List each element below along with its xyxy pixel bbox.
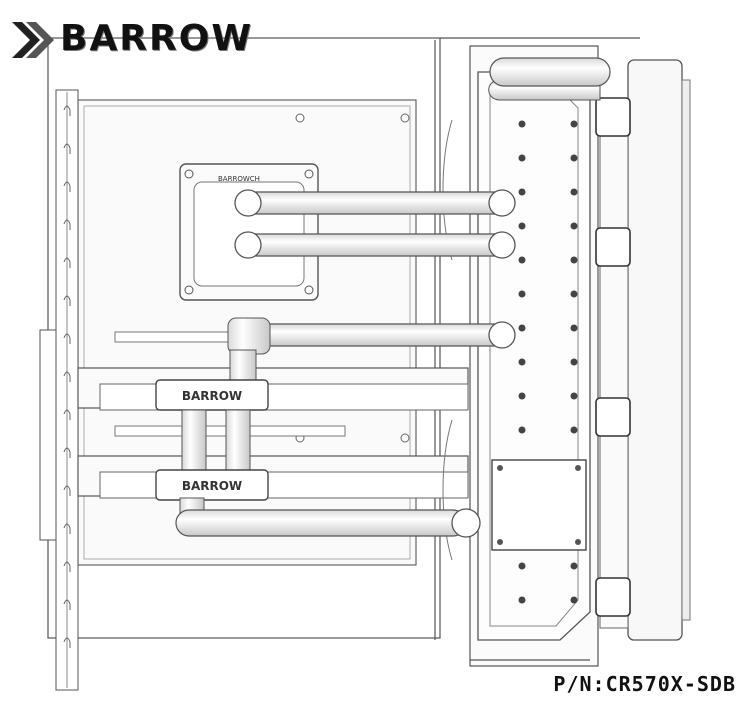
rail-slots [63,105,71,648]
tube-top-loop [488,57,611,101]
plate-screw [570,256,578,264]
fan-clip [595,227,631,267]
brand-wordmark: BARROW [60,18,254,59]
plate-screw [570,596,578,604]
tube-gpu-top [227,317,516,389]
gpu-bridge-bottom-label: BARROW [182,479,242,493]
plate-screw [518,358,526,366]
rail-slot [63,409,71,420]
rail-slot [63,295,71,306]
plate-screw [570,222,578,230]
plate-screw [570,392,578,400]
radiator [599,59,691,641]
plate-screw [570,290,578,298]
plate-screw [518,596,526,604]
plate-screw [570,154,578,162]
distribution-plate [442,71,591,641]
tube-cpu-in [234,189,516,217]
plate-screw [570,426,578,434]
fan-clip [595,397,631,437]
plate-screw [518,392,526,400]
pcie-bracket-rail [39,89,79,691]
rail-slot [63,219,71,230]
rail-slot [63,523,71,534]
gpu-bridge-top-label: BARROW [182,389,242,403]
rail-slot [63,371,71,382]
part-number: P/N:CR570X-SDB [553,672,736,696]
rail-slot [63,599,71,610]
plate-screw [518,222,526,230]
fan-clip [595,97,631,137]
gpu-card-top [77,331,469,411]
plate-screw [518,324,526,332]
gpu-bridge-top: BARROW [155,379,269,411]
cpu-block-label: BARROWCH [218,175,260,183]
tube-bottom-return [175,497,481,538]
radiator-fans [595,97,631,617]
rail-slot [63,561,71,572]
plate-screw [570,324,578,332]
fan-clip [595,577,631,617]
rail-slot [63,181,71,192]
rail-slot [63,637,71,648]
plate-screw [518,188,526,196]
plate-screw [518,426,526,434]
plate-screw [570,358,578,366]
tube-cpu-out [234,231,516,259]
gpu-bridge-bottom: BARROW [155,469,269,501]
plate-screw [518,256,526,264]
plate-screw [518,120,526,128]
rail-slot [63,143,71,154]
rail-slot [63,105,71,116]
pump-reservoir [491,459,587,551]
rail-slot [63,257,71,268]
plate-screw [570,188,578,196]
plate-screw [570,120,578,128]
rail-slot [63,333,71,344]
plate-screw [518,290,526,298]
plate-screw [518,562,526,570]
rail-slot [63,485,71,496]
plate-screw [518,154,526,162]
plate-screw [570,562,578,570]
rail-slot [63,447,71,458]
